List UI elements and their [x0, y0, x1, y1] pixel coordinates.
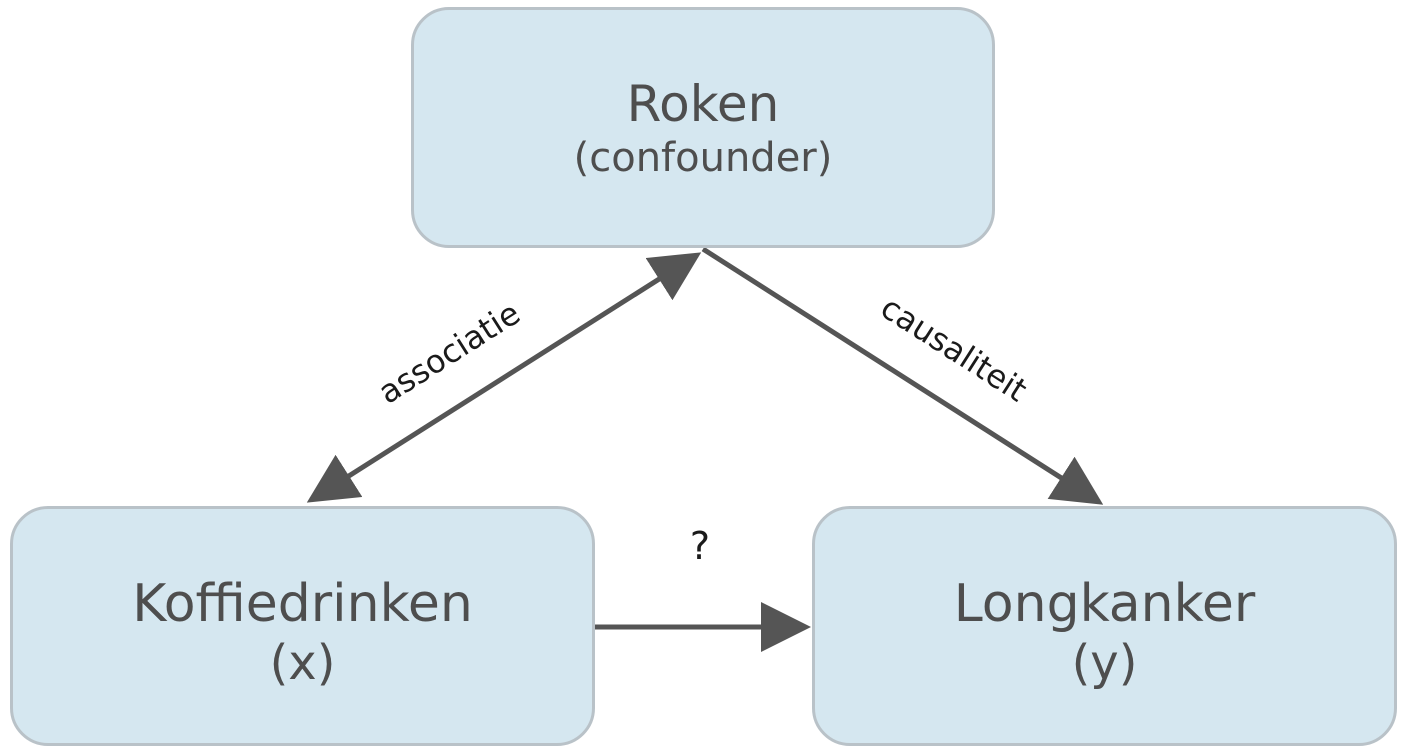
unknown-label: ? — [690, 524, 710, 568]
association-label: associatie — [371, 294, 526, 412]
node-exposure: Koffiedrinken (x) — [10, 506, 595, 746]
node-exposure-title: Koffiedrinken — [132, 574, 473, 634]
node-confounder-title: Roken — [626, 74, 780, 133]
node-outcome: Longkanker (y) — [812, 506, 1397, 746]
node-exposure-subtitle: (x) — [269, 635, 336, 692]
causality-arrow — [701, 246, 1104, 505]
node-outcome-title: Longkanker — [953, 574, 1256, 634]
node-confounder: Roken (confounder) — [411, 7, 995, 248]
causality-label: causaliteit — [874, 288, 1034, 409]
association-arrow — [306, 252, 702, 503]
node-confounder-subtitle: (confounder) — [573, 134, 833, 181]
node-outcome-subtitle: (y) — [1071, 635, 1138, 692]
